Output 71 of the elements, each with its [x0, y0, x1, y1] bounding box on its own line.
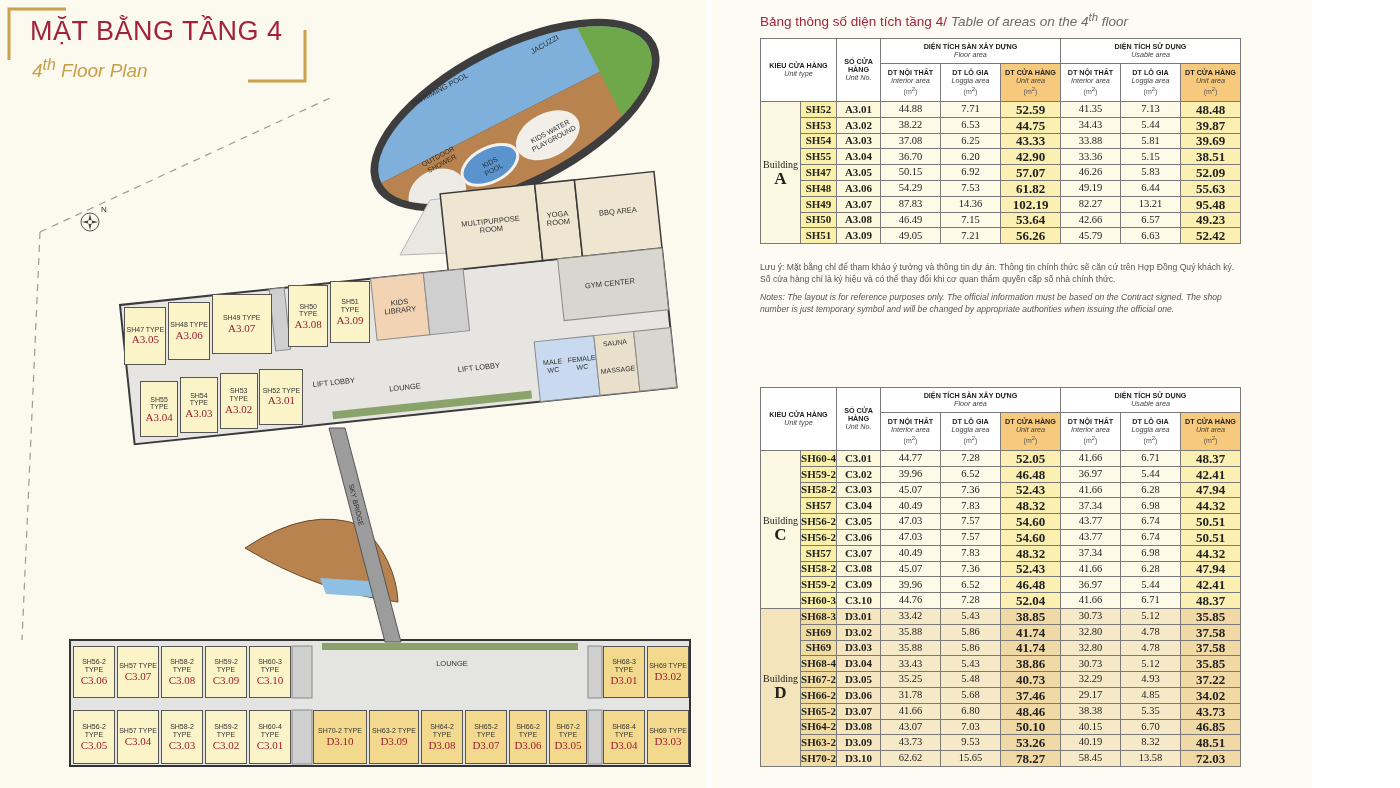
shop-unit [73, 710, 115, 764]
building-letter: C [774, 526, 787, 544]
shop-unit [211, 294, 272, 355]
unit-number-label: C3.06 [80, 673, 108, 686]
unit-number-label: D3.05 [554, 738, 582, 751]
unit-number-label: A3.09 [336, 313, 364, 326]
shop-unit [249, 646, 291, 698]
unit-number-label: C3.04 [124, 734, 152, 747]
shop-unit [421, 710, 463, 764]
shop-unit [647, 710, 689, 764]
unit-number-label: A3.04 [145, 411, 173, 424]
unit-number-label: A3.01 [267, 394, 296, 407]
building-label: Building [762, 158, 799, 170]
note-text: Lưu ý: Mặt bằng chỉ để tham khảo ý tưởng và thông tin dự án. Thông tin chính thức sẽ căn cứ trên Hợp Đồng Quý khách ký. Số cửa hàng chỉ là ký hiệu và có thể thay đổi khi cơ quan thẩm quyền cấp số nhà chính thức. [760, 262, 1236, 286]
shop-unit [603, 710, 645, 764]
building-letter: A [774, 169, 787, 187]
unit-number-label: D3.01 [610, 673, 638, 686]
shop-unit [124, 306, 167, 365]
shop-unit [117, 646, 159, 698]
unit-number-label: D3.10 [326, 734, 354, 747]
shop-unit [603, 646, 645, 698]
unit-number-label: C3.08 [168, 673, 196, 686]
unit-number-label: D3.08 [428, 738, 456, 751]
unit-number-label: C3.01 [256, 738, 284, 751]
table-heading: Bảng thông số diện tích tầng 4/ [760, 13, 947, 29]
shop-unit [509, 710, 547, 764]
shop-unit [465, 710, 507, 764]
unit-number-label: A3.02 [225, 402, 253, 415]
unit-number-label: A3.08 [294, 318, 322, 331]
building-letter: D [774, 684, 787, 702]
unit-number-label: A3.07 [228, 322, 256, 335]
building-label: Building [762, 515, 799, 527]
shop-unit [117, 710, 159, 764]
shop-unit [369, 710, 419, 764]
note-text: Notes: The layout is for reference purposes only. The official information must be based on the Contract signed. The shop number is just temporary symbol and will be changed by appropriate authorities when issuing the official one. [760, 291, 1223, 316]
shop-unit [73, 646, 115, 698]
shop-unit [219, 373, 258, 430]
shop-unit [288, 285, 329, 348]
table-heading-translation: Table of areas on the 4$^{th}$ floor [950, 13, 1128, 29]
shop-unit [205, 710, 247, 764]
unit-number-label: D3.04 [610, 738, 638, 751]
shop-unit [161, 646, 203, 698]
shop-unit [140, 381, 179, 438]
unit-number-label: D3.02 [654, 669, 682, 682]
unit-number-label: C3.03 [168, 738, 196, 751]
unit-number-label: C3.05 [80, 738, 108, 751]
page-subtitle: 4$^{th}$ Floor Plan [32, 56, 148, 83]
unit-number-label: D3.07 [472, 738, 500, 751]
unit-number-label: D3.09 [380, 734, 408, 747]
unit-number-label: D3.03 [654, 734, 682, 747]
unit-number-label: C3.02 [212, 738, 240, 751]
shop-unit [330, 281, 370, 343]
shop-unit [168, 301, 211, 360]
unit-number-label: A3.03 [185, 406, 213, 420]
unit-number-label: C3.10 [256, 673, 284, 686]
shop-unit [249, 710, 291, 764]
unit-number-label: A3.05 [131, 333, 159, 346]
unit-number-label: C3.07 [124, 669, 152, 682]
unit-number-label: C3.09 [212, 673, 240, 686]
shop-unit [179, 377, 218, 434]
shop-unit [313, 710, 367, 764]
shop-unit [161, 710, 203, 764]
unit-number-label: D3.06 [514, 738, 542, 751]
shop-unit [647, 646, 689, 698]
building-label: Building [762, 673, 799, 685]
unit-number-label: A3.06 [175, 328, 203, 341]
room-label: N [100, 205, 108, 215]
shop-unit [259, 368, 304, 425]
shop-unit [205, 646, 247, 698]
shop-unit [549, 710, 587, 764]
page-title: MẶT BẰNG TẦNG 4 [30, 16, 283, 47]
